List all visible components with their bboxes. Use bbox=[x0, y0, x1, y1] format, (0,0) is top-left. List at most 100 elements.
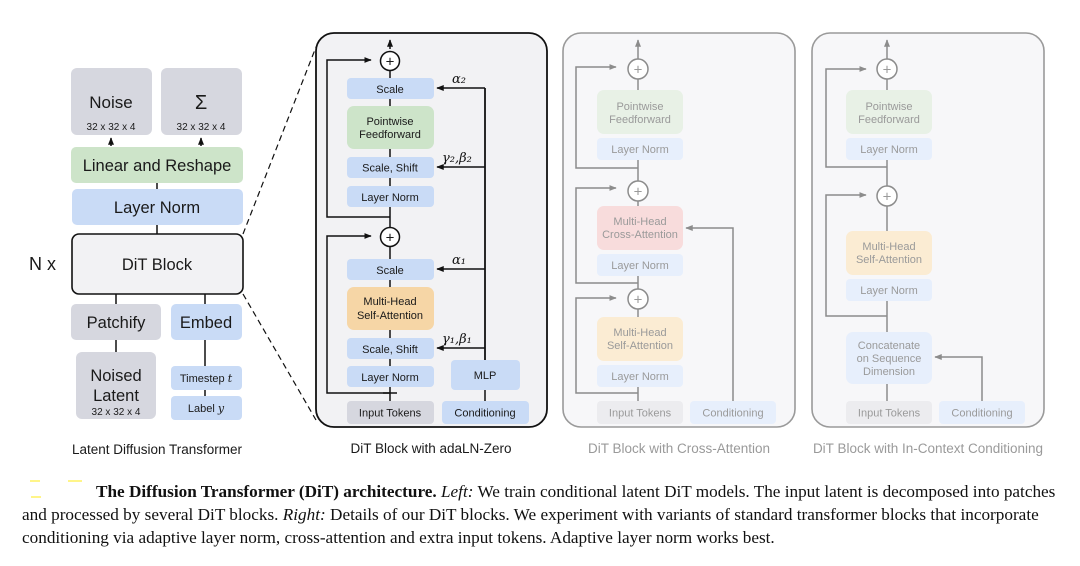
incontext-self-attention-line2: Self-Attention bbox=[856, 254, 922, 266]
layer-norm-bottom-box bbox=[347, 366, 434, 387]
cross-layer-norm-top-box bbox=[597, 138, 683, 160]
cross-attention-line1: Multi-Head bbox=[613, 216, 666, 228]
cross-attention-box bbox=[597, 206, 683, 250]
gamma2-beta2-label: γ₂,β₂ bbox=[442, 151, 472, 166]
embed-label: Embed bbox=[180, 314, 232, 332]
adaln-zero-block: + Scale Pointwise Feedforward Scale, Shi… bbox=[315, 32, 548, 456]
cross-layer-norm-mid-label: Layer Norm bbox=[611, 260, 668, 272]
layer-norm-top-label: Layer Norm bbox=[361, 192, 418, 204]
patchify-box bbox=[71, 304, 161, 340]
cross-self-attention-box bbox=[597, 317, 683, 361]
scale-shift-top-box bbox=[347, 157, 434, 178]
scale-shift-bottom-box bbox=[347, 338, 434, 359]
embed-box bbox=[171, 304, 242, 340]
latent-diffusion-transformer: Noise 32 x 32 x 4 Σ 32 x 32 x 4 Linear a… bbox=[29, 46, 317, 457]
noised-latent-dims: 32 x 32 x 4 bbox=[92, 407, 141, 418]
cross-input-tokens-label: Input Tokens bbox=[609, 408, 672, 420]
svg-text:+: + bbox=[634, 184, 643, 201]
skip-connection-bottom bbox=[326, 233, 390, 394]
incontext-self-attention-box bbox=[846, 231, 932, 275]
cross-self-attention-line1: Multi-Head bbox=[613, 327, 666, 339]
cross-conditioning-label: Conditioning bbox=[702, 408, 763, 420]
incontext-input-tokens-label: Input Tokens bbox=[858, 408, 921, 420]
cross-feedforward-box bbox=[597, 90, 683, 134]
timestep-label: Timestep t bbox=[180, 372, 233, 385]
left-title: Latent Diffusion Transformer bbox=[72, 442, 243, 457]
cross-attention-block: + Pointwise Feedforward Layer Norm + Mul… bbox=[562, 32, 796, 456]
incontext-layer-norm-bottom-label: Layer Norm bbox=[860, 285, 917, 297]
scale-bottom-box bbox=[347, 259, 434, 280]
input-tokens-box bbox=[347, 401, 434, 424]
skip-connection-top bbox=[326, 57, 390, 218]
mlp-label: MLP bbox=[474, 370, 497, 382]
sigma-label: Σ bbox=[195, 92, 207, 114]
noised-latent-box bbox=[76, 352, 156, 419]
conditioning-label: Conditioning bbox=[454, 408, 515, 420]
incontext-feedforward-box bbox=[846, 90, 932, 134]
noise-box bbox=[71, 68, 152, 135]
in-context-block: + Pointwise Feedforward Layer Norm + Mul… bbox=[811, 32, 1045, 456]
feedforward-line2: Feedforward bbox=[359, 129, 421, 141]
caption-right-label: Right: bbox=[282, 505, 326, 524]
layer-norm-label: Layer Norm bbox=[114, 199, 200, 217]
scale-top-label: Scale bbox=[376, 84, 404, 96]
cross-feedforward-line2: Feedforward bbox=[609, 114, 671, 126]
scale-bottom-label: Scale bbox=[376, 265, 404, 277]
caption-left-text: We train conditional latent DiT models. … bbox=[22, 482, 1056, 524]
cross-title: DiT Block with Cross-Attention bbox=[588, 441, 770, 456]
conditioning-box bbox=[442, 401, 529, 424]
dit-block-box bbox=[71, 233, 244, 295]
cross-feedforward-line1: Pointwise bbox=[616, 101, 663, 113]
scale-shift-bottom-label: Scale, Shift bbox=[362, 344, 418, 356]
input-tokens-label: Input Tokens bbox=[359, 408, 422, 420]
noise-label: Noise bbox=[89, 93, 132, 112]
cross-layer-norm-mid-box bbox=[597, 254, 683, 276]
self-attention-line1: Multi-Head bbox=[363, 296, 416, 308]
noised-latent-line1: Noised bbox=[90, 367, 141, 385]
alpha2-label: α₂ bbox=[452, 72, 466, 87]
cross-layer-norm-top-label: Layer Norm bbox=[611, 144, 668, 156]
cross-conditioning-box bbox=[690, 401, 776, 424]
concatenate-line2: on Sequence bbox=[857, 353, 922, 365]
svg-text:+: + bbox=[883, 189, 892, 206]
cross-layer-norm-bottom-box bbox=[597, 365, 683, 387]
sigma-dims: 32 x 32 x 4 bbox=[177, 122, 226, 133]
gamma1-beta1-label: γ₁,β₁ bbox=[442, 332, 472, 347]
figure-caption: The Diffusion Transformer (DiT) architec… bbox=[22, 480, 1062, 549]
svg-text:+: + bbox=[883, 62, 892, 79]
cross-input-tokens-box bbox=[597, 401, 683, 424]
incontext-layer-norm-top-box bbox=[846, 138, 932, 160]
cross-self-attention-line2: Self-Attention bbox=[607, 340, 673, 352]
self-attention-box bbox=[347, 287, 434, 330]
highlight-mark bbox=[31, 496, 41, 498]
caption-bold: The Diffusion Transformer (DiT) architec… bbox=[96, 482, 437, 501]
scale-top-box bbox=[347, 78, 434, 99]
incontext-layer-norm-top-label: Layer Norm bbox=[860, 144, 917, 156]
incontext-input-tokens-box bbox=[846, 401, 932, 424]
scale-shift-top-label: Scale, Shift bbox=[362, 163, 418, 175]
cross-attention-line2: Cross-Attention bbox=[602, 229, 678, 241]
incontext-feedforward-line2: Feedforward bbox=[858, 114, 920, 126]
incontext-self-attention-line1: Multi-Head bbox=[862, 241, 915, 253]
concatenate-line3: Dimension bbox=[863, 366, 915, 378]
alpha1-label: α₁ bbox=[452, 253, 466, 268]
zoom-line-bottom bbox=[242, 293, 317, 421]
highlight-mark bbox=[30, 480, 40, 482]
svg-text:+: + bbox=[386, 54, 395, 71]
timestep-box bbox=[171, 366, 242, 390]
incontext-feedforward-line1: Pointwise bbox=[865, 101, 912, 113]
concatenate-box bbox=[846, 332, 932, 384]
incontext-conditioning-box bbox=[939, 401, 1025, 424]
zoom-line-top bbox=[242, 46, 317, 235]
layer-norm-top-box bbox=[347, 186, 434, 207]
layer-norm-box bbox=[72, 189, 243, 225]
caption-left-label: Left: bbox=[440, 482, 474, 501]
patchify-label: Patchify bbox=[87, 314, 146, 332]
feedforward-line1: Pointwise bbox=[366, 116, 413, 128]
cross-layer-norm-bottom-label: Layer Norm bbox=[611, 371, 668, 383]
layer-norm-bottom-label: Layer Norm bbox=[361, 372, 418, 384]
svg-text:+: + bbox=[386, 230, 395, 247]
concatenate-line1: Concatenate bbox=[858, 340, 920, 352]
incontext-conditioning-label: Conditioning bbox=[951, 408, 1012, 420]
